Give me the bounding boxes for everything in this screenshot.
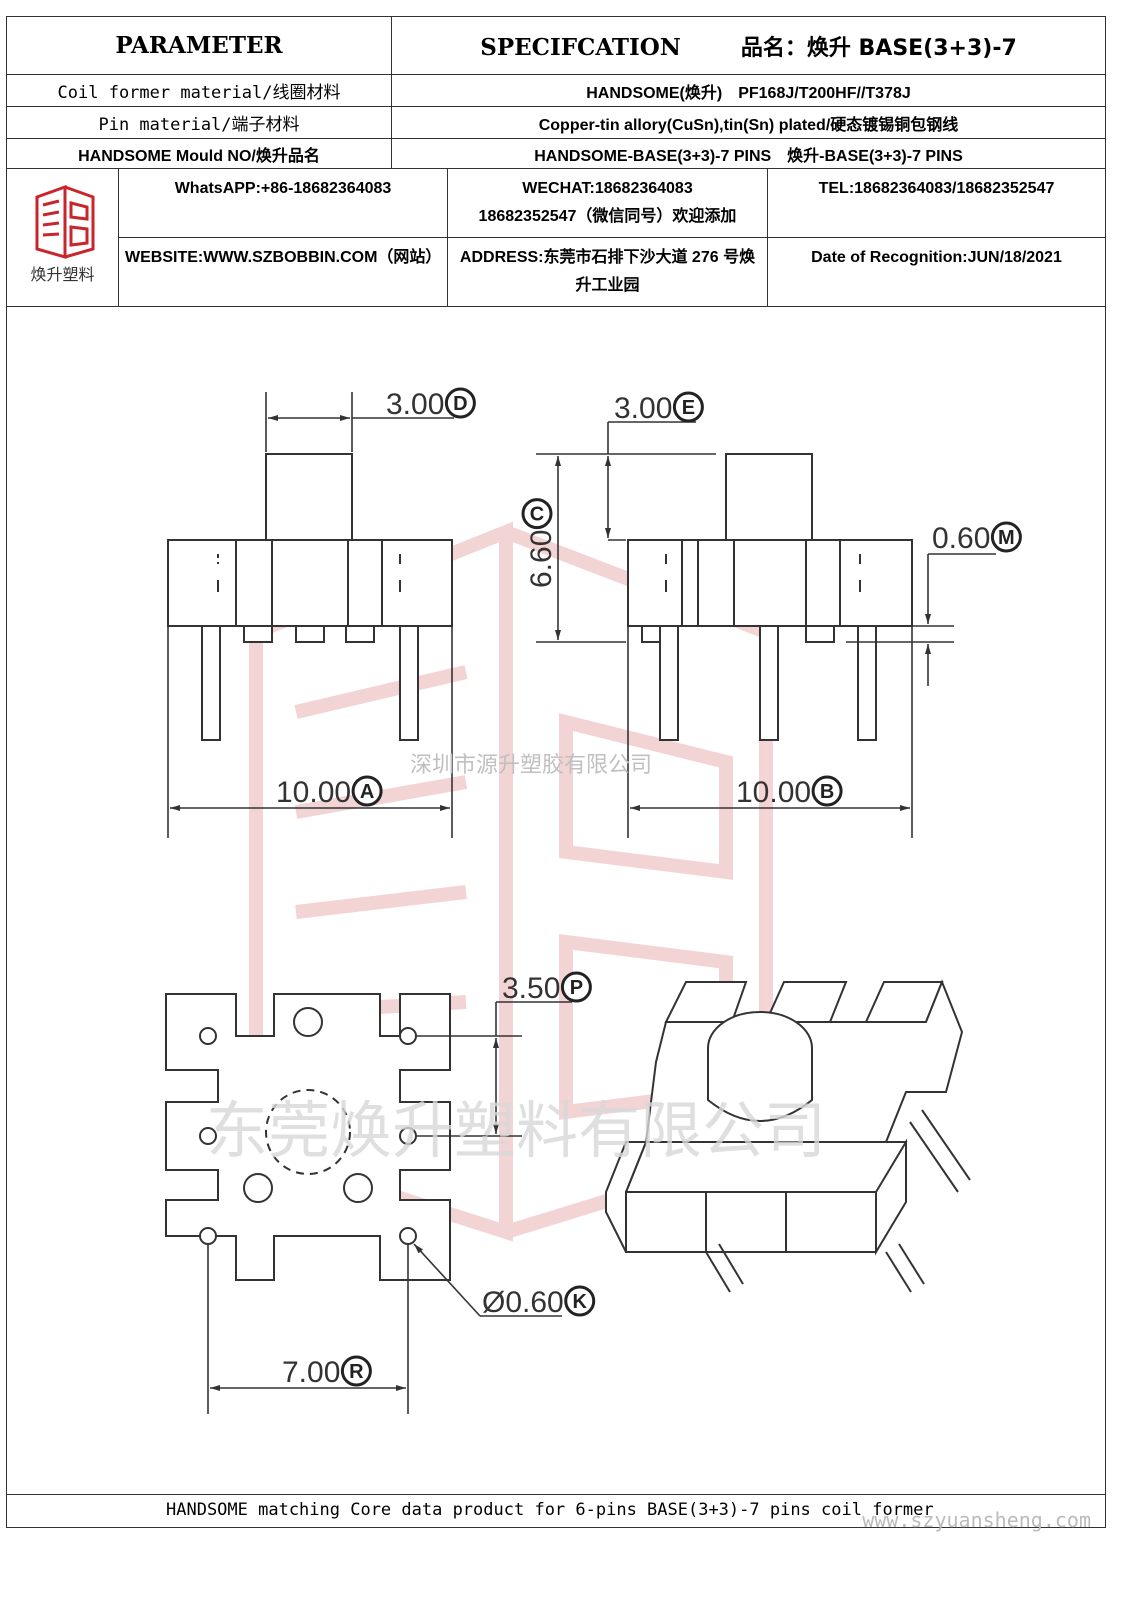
logo-mark-icon: [35, 184, 95, 259]
technical-drawing: 3.00 3.00 6.60 0.60 10.00 10.00 3.50 Ø0.…: [165, 387, 1022, 1414]
dim-e-tag: E: [672, 391, 704, 423]
coil-material-value: HANDSOME(焕升) PF168J/T200HF//T378J: [391, 74, 1106, 107]
dim-k-tag-circle: [564, 1285, 596, 1317]
dim-b-tag-circle: [811, 775, 843, 807]
website-cell: WEBSITE:WWW.SZBOBBIN.COM（网站）: [118, 237, 448, 307]
dim-a-tag-letter: A: [360, 781, 374, 803]
dim-b-tag: B: [811, 775, 843, 807]
dim-c-value: 6.60: [525, 530, 558, 588]
dim-p-value: 3.50: [502, 972, 560, 1005]
isometric-view: [605, 979, 971, 1293]
dim-e-tag-circle: [672, 391, 704, 423]
watermark-large: 东莞焕升塑料有限公司: [206, 1094, 826, 1167]
dim-d-tag-letter: D: [453, 393, 467, 415]
dimension-labels: 3.00 3.00 6.60 0.60 10.00 10.00 3.50 Ø0.…: [276, 388, 990, 1389]
dim-a-value: 10.00: [276, 776, 351, 809]
whatsapp-cell: WhatsAPP:+86-18682364083: [118, 168, 448, 238]
dim-m-tag-circle: [990, 521, 1022, 553]
dim-m-value: 0.60: [932, 522, 990, 555]
dim-b-value: 10.00: [736, 776, 811, 809]
wechat-line: WECHAT:18682364083: [522, 180, 693, 197]
dim-e-tag-letter: E: [682, 397, 695, 419]
dim-p-tag: P: [560, 971, 592, 1003]
dim-m-tag-letter: M: [998, 527, 1015, 549]
wechat-note: 18682352547（微信同号）欢迎添加: [478, 208, 737, 225]
dim-d-tag-circle: [444, 387, 476, 419]
dim-a-tag: A: [351, 775, 383, 807]
watermark-small: 深圳市源升塑胶有限公司: [410, 753, 652, 778]
dim-r-tag: R: [340, 1355, 372, 1387]
logo-caption: 焕升塑料: [30, 264, 95, 284]
dim-b-tag-letter: B: [820, 781, 834, 803]
dim-r-tag-circle: [340, 1355, 372, 1387]
dim-e-value: 3.00: [614, 392, 672, 425]
recognition-date-cell: Date of Recognition:JUN/18/2021: [767, 237, 1106, 307]
contact-table: 焕升塑料 WhatsAPP:+86-18682364083 WECHAT:186…: [6, 168, 1106, 307]
dim-r-tag-letter: R: [349, 1361, 364, 1383]
dim-m-tag: M: [990, 521, 1022, 553]
wechat-cell: WECHAT:18682364083 18682352547（微信同号）欢迎添加: [447, 168, 768, 238]
pin-material-label: Pin material/端子材料: [6, 106, 392, 139]
product-name: 品名：焕升 BASE(3+3)-7: [740, 35, 1017, 61]
pin-material-value: Copper-tin allory(CuSn),tin(Sn) plated/硬…: [391, 106, 1106, 139]
mould-no-value: HANDSOME-BASE(3+3)-7 PINS 焕升-BASE(3+3)-7…: [391, 138, 1106, 169]
bottom-view: [165, 993, 451, 1281]
dim-d-value: 3.00: [386, 388, 444, 421]
dim-p-tag-letter: P: [570, 977, 583, 999]
dim-c-tag: C: [521, 498, 553, 530]
front-view-left: [167, 453, 453, 741]
dim-k-value: Ø0.60: [482, 1286, 564, 1319]
tel-cell: TEL:18682364083/18682352547: [767, 168, 1106, 238]
address-cell: ADDRESS:东莞市石排下沙大道 276 号焕升工业园: [447, 237, 768, 307]
dim-c-tag-circle: [521, 498, 553, 530]
mould-no-label: HANDSOME Mould NO/焕升品名: [6, 138, 392, 169]
dim-k-tag-letter: K: [573, 1291, 588, 1313]
dim-r-value: 7.00: [282, 1356, 340, 1389]
dim-c-tag-letter: C: [530, 504, 544, 526]
website-watermark: www.szyuansheng.com: [862, 1508, 1091, 1532]
dim-d-tag: D: [444, 387, 476, 419]
coil-material-label: Coil former material/线圈材料: [6, 74, 392, 107]
footer-note: HANDSOME matching Core data product for …: [6, 1494, 1106, 1528]
parameter-heading: PARAMETER: [6, 16, 392, 75]
dim-a-tag-circle: [351, 775, 383, 807]
company-logo: 焕升塑料: [6, 168, 119, 307]
dim-k-tag: K: [564, 1285, 596, 1317]
dimension-tags: D E C M A B P K R: [340, 387, 1022, 1387]
front-view-right: [627, 453, 913, 741]
dim-p-tag-circle: [560, 971, 592, 1003]
